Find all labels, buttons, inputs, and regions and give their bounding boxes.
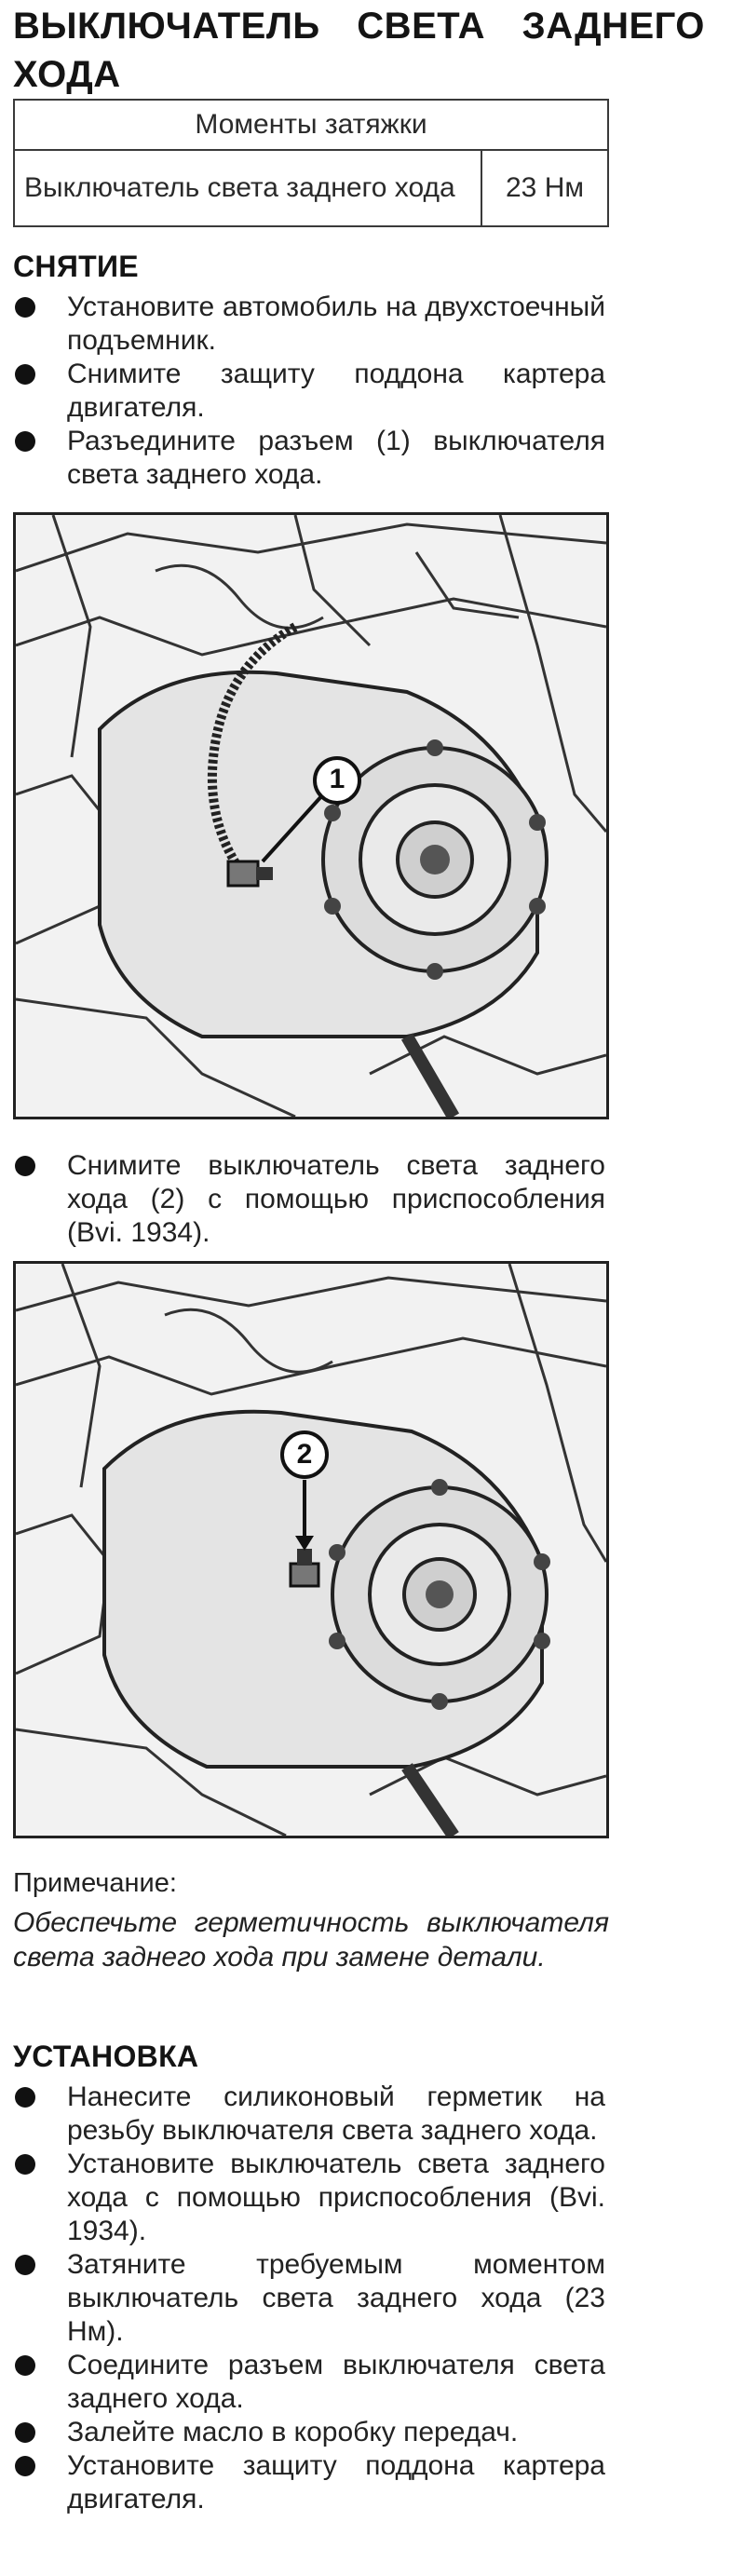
bullet-icon <box>15 2255 35 2275</box>
callout-2-label: 2 <box>296 1439 313 1470</box>
removal-steps-list: Установите автомобиль на двухстоечный по… <box>0 291 605 492</box>
list-item: Соедините разъем выключателя света задне… <box>0 2349 605 2416</box>
page-title-line1: ВЫКЛЮЧАТЕЛЬ СВЕТА ЗАДНЕГО <box>13 6 705 47</box>
step-text: Разъедините разъем (1) выключателя света… <box>67 426 605 490</box>
step-text: Снимите защиту поддона картера двигателя… <box>67 359 605 423</box>
step-text: Установите выключатель света заднего ход… <box>67 2149 605 2246</box>
figure-1-drawing <box>16 515 606 1117</box>
step-text: Залейте масло в коробку передач. <box>67 2417 519 2447</box>
removal-heading: СНЯТИЕ <box>13 250 139 283</box>
note-label: Примечание: <box>13 1868 177 1898</box>
torque-table-header: Моменты затяжки <box>13 99 609 151</box>
bullet-icon <box>15 431 35 452</box>
page-title-line2: ХОДА <box>13 54 121 95</box>
torque-item-value: 23 Нм <box>481 149 609 227</box>
list-item: Нанесите силиконовый герметик на резьбу … <box>0 2081 605 2148</box>
list-item: Затяните требуемым моментом выключатель … <box>0 2248 605 2349</box>
bullet-icon <box>15 2087 35 2108</box>
step-text: Соедините разъем выключателя света задне… <box>67 2350 605 2414</box>
installation-steps-list: Нанесите силиконовый герметик на резьбу … <box>0 2081 605 2516</box>
torque-item-name: Выключатель света заднего хода <box>13 149 482 227</box>
installation-heading: УСТАНОВКА <box>13 2040 199 2073</box>
bullet-icon <box>15 2154 35 2175</box>
step-text: Установите защиту поддона картера двигат… <box>67 2450 605 2515</box>
figure-2-reverse-switch: 2 <box>13 1261 609 1838</box>
list-item: Установите автомобиль на двухстоечный по… <box>0 291 605 358</box>
step-text: Снимите выключатель света заднего хода (… <box>67 1150 605 1248</box>
bullet-icon <box>15 2422 35 2443</box>
note-text: Обеспечьте герметичность выключателя све… <box>13 1907 609 1973</box>
table-row: Выключатель света заднего хода 23 Нм <box>13 149 609 227</box>
torque-table-header-row: Моменты затяжки <box>13 99 609 151</box>
figure-2-drawing <box>16 1264 606 1836</box>
torque-table: Моменты затяжки Выключатель света заднег… <box>13 99 609 227</box>
list-item: Разъедините разъем (1) выключателя света… <box>0 425 605 492</box>
list-item: Установите выключатель света заднего ход… <box>0 2148 605 2248</box>
figure-1-gearbox-connector: 1 <box>13 512 609 1119</box>
bullet-icon <box>15 2456 35 2476</box>
bullet-icon <box>15 297 35 318</box>
page-title: ВЫКЛЮЧАТЕЛЬ СВЕТА ЗАДНЕГО ХОДА <box>13 2 705 99</box>
bullet-icon <box>15 364 35 385</box>
list-item: Установите защиту поддона картера двигат… <box>0 2449 605 2516</box>
list-item: Снимите защиту поддона картера двигателя… <box>0 358 605 425</box>
callout-1-label: 1 <box>329 764 345 794</box>
bullet-icon <box>15 2355 35 2376</box>
step-text: Установите автомобиль на двухстоечный по… <box>67 291 605 356</box>
bullet-icon <box>15 1156 35 1176</box>
list-item: Залейте масло в коробку передач. <box>0 2416 605 2449</box>
removal-steps-list-2: Снимите выключатель света заднего хода (… <box>0 1149 605 1250</box>
step-text: Затяните требуемым моментом выключатель … <box>67 2249 605 2347</box>
step-text: Нанесите силиконовый герметик на резьбу … <box>67 2081 605 2146</box>
list-item: Снимите выключатель света заднего хода (… <box>0 1149 605 1250</box>
